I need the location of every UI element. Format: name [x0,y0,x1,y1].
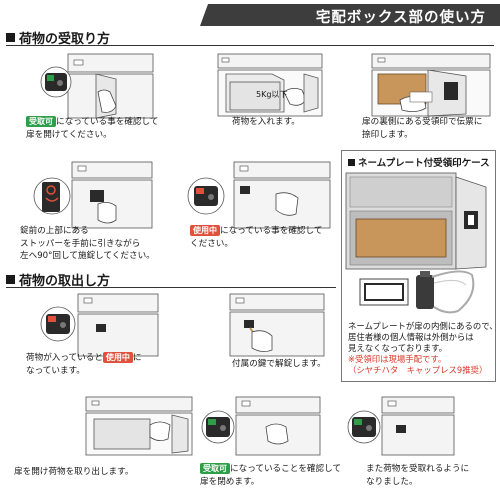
takeout-step2-caption: 付属の鍵で解錠します。 [232,359,326,369]
status-badge-in-use: 使用中 [102,352,133,363]
takeout-step4-illustration [200,395,321,457]
receive-step4-illustration [32,160,153,232]
receive-step4-caption: 錠前の上部にある ストッパーを手前に引きながら 左へ90°回して施錠してください… [20,226,155,261]
receive-step3-caption: 扉の裏側にある受領印で伝票に 捺印します。 [362,117,483,140]
nameplate-description: ネームプレートが扉の内側にあるので、 居住者様の個人情報は外側からは 見えなくな… [348,321,498,375]
nameplate-panel: ネームプレート付受領印ケース ネームプレートが扉の内側にあるので、 居住者様の個… [341,150,498,382]
receive-divider [6,45,494,46]
status-badge-available: 受取可 [200,463,230,474]
takeout-step1-caption: 荷物が入っていると使用中に なっています。 [26,352,142,376]
bullet-square-icon [6,275,15,284]
receive-step3-illustration [370,52,492,120]
status-badge-in-use: 使用中 [190,225,220,236]
receive-step1-illustration [38,52,154,122]
takeout-divider [6,287,336,288]
nameplate-illustration [345,172,491,321]
takeout-step4-caption: 受取可になっていることを確認して 扉を閉めます。 [200,463,342,487]
stamp-note: ※受領印は現場手配です。 [348,354,447,364]
status-badge-available: 受取可 [26,116,56,127]
stamp-recommendation: （シヤチハタ キャップレス9推奨） [348,365,488,375]
header-banner: 宅配ボックス部の使い方 [0,0,500,30]
takeout-step1-illustration [38,292,159,358]
takeout-step3-illustration [84,395,194,457]
receive-step1-caption: 受取可になっている事を確認して 扉を開けてください。 [26,116,159,140]
takeout-heading: 荷物の取出し方 [6,270,110,289]
bullet-square-icon [348,159,355,166]
receive-step5-caption: 使用中になっている事を確認して ください。 [190,225,323,249]
page-title: 宅配ボックス部の使い方 [315,10,486,26]
receive-step2-illustration [212,52,327,120]
takeout-step5-caption: また荷物を受取れるように なりました。 [366,464,470,487]
bullet-square-icon [6,33,15,42]
receive-heading: 荷物の受取り方 [6,28,110,47]
takeout-step3-caption: 扉を開け荷物を取り出します。 [14,467,134,477]
nameplate-title: ネームプレート付受領印ケース [348,155,490,169]
takeout-step5-illustration [346,395,456,457]
receive-step2-caption: 荷物を入れます。 [232,117,300,127]
parcel-weight-label: 5Kg以下 [256,90,288,99]
receive-step5-illustration [184,160,334,232]
takeout-step2-illustration [216,292,326,358]
